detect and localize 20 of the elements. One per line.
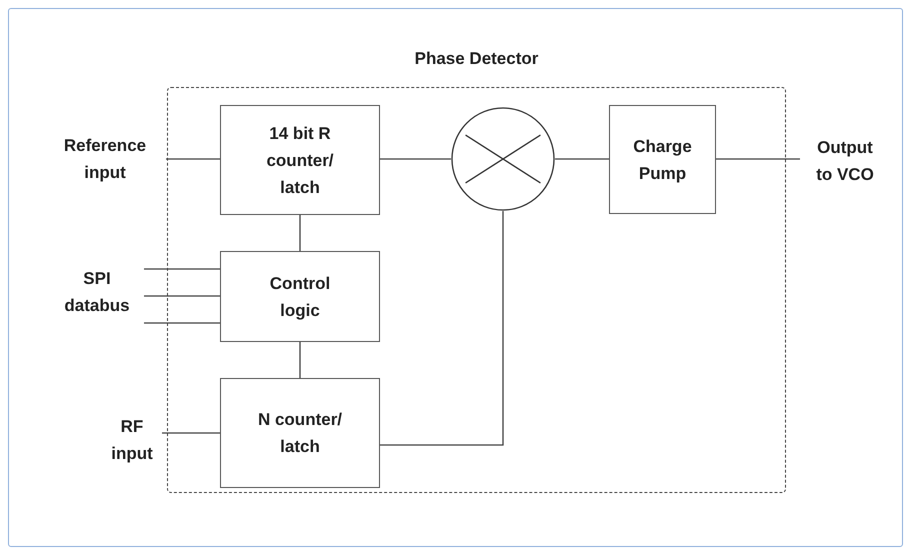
signal-label: Output to VCO xyxy=(800,132,890,190)
connector-line xyxy=(380,158,451,160)
block-box: Control logic xyxy=(220,251,380,342)
block-box: 14 bit R counter/ latch xyxy=(220,105,380,215)
block-box: N counter/ latch xyxy=(220,378,380,488)
connector-line xyxy=(144,322,220,324)
signal-label: Reference input xyxy=(44,131,166,187)
connector-line xyxy=(299,215,301,251)
block-box: Charge Pump xyxy=(609,105,716,214)
signal-label: SPI databus xyxy=(50,264,144,320)
connector-line xyxy=(162,432,220,434)
connector-line xyxy=(716,158,800,160)
connector-line xyxy=(166,158,220,160)
connector-line xyxy=(144,295,220,297)
connector-line xyxy=(144,268,220,270)
connector-line xyxy=(299,342,301,378)
connector-line xyxy=(555,158,609,160)
group-title: Phase Detector xyxy=(414,48,538,70)
signal-label: RF input xyxy=(102,412,162,468)
connector-line xyxy=(380,211,504,446)
